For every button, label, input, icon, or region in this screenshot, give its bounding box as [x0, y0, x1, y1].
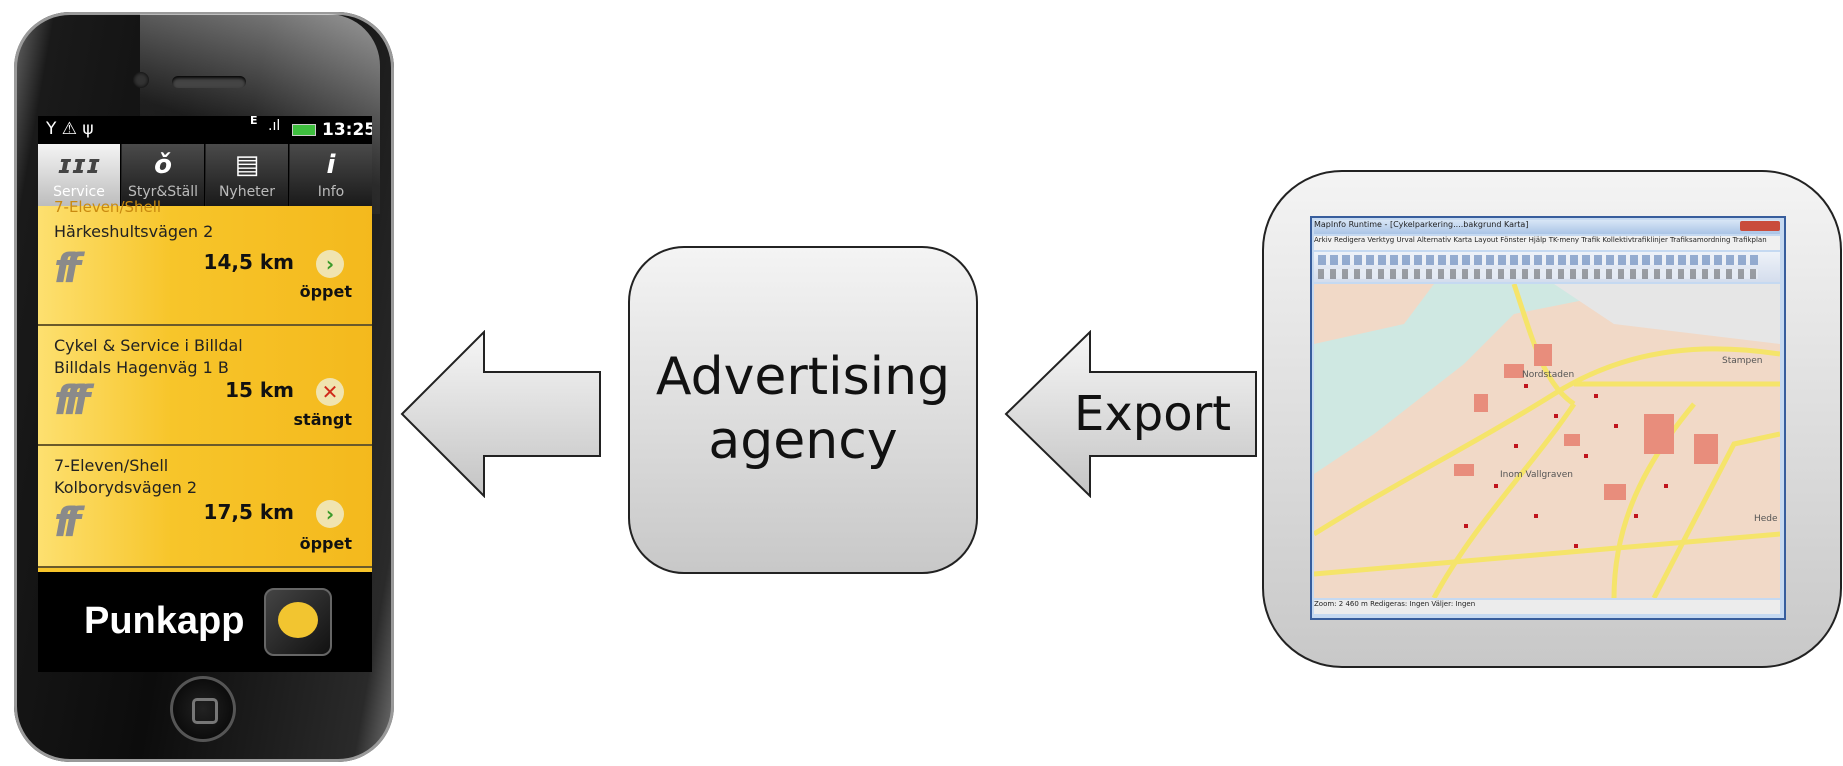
city-map: [1314, 284, 1780, 598]
home-button[interactable]: [170, 676, 236, 742]
tab-nyheter[interactable]: ▤ Nyheter: [206, 144, 289, 206]
map-label: Hede: [1754, 514, 1778, 524]
advertising-agency-label: Advertising agency: [628, 345, 978, 473]
export-label: Export: [1074, 386, 1232, 442]
tools-icon: fff: [54, 378, 90, 424]
earpiece-speaker: [172, 76, 246, 88]
info-icon: i: [326, 150, 336, 180]
close-icon[interactable]: ✕: [316, 378, 344, 406]
clock: 13:25: [322, 120, 372, 140]
notification-icons: Y ⚠ ψ: [46, 119, 94, 139]
list-item-address: Kolborydsvägen 2: [54, 478, 198, 497]
front-camera: [133, 72, 149, 88]
chevron-right-icon[interactable]: ›: [316, 250, 344, 278]
list-item-status: öppet: [299, 282, 352, 301]
map-label: Inom Vallgraven: [1500, 470, 1573, 480]
home-square-icon: [192, 698, 218, 724]
toolbar[interactable]: [1314, 252, 1780, 282]
app-logo-icon: [264, 588, 332, 656]
app-logo-text: Punkapp: [84, 600, 245, 642]
export-arrow: [1004, 330, 1257, 498]
mapinfo-window: MapInfo Runtime - [Cykelparkering....bak…: [1310, 216, 1786, 620]
tools-icon: ff: [54, 500, 81, 546]
tab-service[interactable]: ɪɪɪ Service: [38, 144, 121, 206]
tab-info[interactable]: i Info: [290, 144, 372, 206]
list-item-distance: 14,5 km: [203, 250, 294, 274]
tab-label: Info: [317, 184, 345, 200]
list-item-name: 7-Eleven/Shell: [54, 456, 169, 475]
bicycle-icon: ǒ: [154, 150, 172, 180]
list-item-status: öppet: [299, 534, 352, 553]
tab-label: Nyheter: [218, 184, 276, 200]
tools-icon: ɪɪɪ: [57, 150, 101, 180]
tab-bar: ɪɪɪ Service ǒ Styr&Ställ ▤ Nyheter i Inf…: [38, 144, 372, 206]
map-label: Nordstaden: [1522, 370, 1575, 380]
tab-label: Styr&Ställ: [127, 184, 199, 200]
list-item[interactable]: Cykel & Service i Billdal Billdals Hagen…: [38, 326, 372, 446]
list-item-address: Härkeshultsvägen 2: [54, 222, 214, 241]
list-item-distance: 17,5 km: [203, 500, 294, 524]
battery-icon: [292, 124, 316, 136]
app-banner: Punkapp: [38, 572, 372, 672]
list-item-name: Cykel & Service i Billdal: [54, 336, 243, 355]
list-item-name-partial: 7-Eleven/Shell: [54, 198, 162, 216]
window-title: MapInfo Runtime - [Cykelparkering....bak…: [1314, 220, 1780, 234]
list-item-status: stängt: [293, 410, 352, 429]
phone-screen: Y ⚠ ψ E .ıl 13:25 ɪɪɪ Service ǒ Styr&Stä…: [38, 116, 372, 672]
chevron-right-icon[interactable]: ›: [316, 500, 344, 528]
map-canvas[interactable]: Nordstaden Inom Vallgraven Stampen Hede: [1314, 284, 1780, 598]
list-item[interactable]: 7-Eleven/Shell Kolborydsvägen 2 ff 17,5 …: [38, 446, 372, 568]
advertising-agency-box: [628, 246, 978, 574]
news-icon: ▤: [234, 150, 260, 180]
map-label: Stampen: [1722, 356, 1763, 366]
window-status-bar: Zoom: 2 460 m Redigeras: Ingen Väljer: I…: [1314, 600, 1780, 614]
window-controls[interactable]: [1740, 221, 1780, 231]
menu-bar[interactable]: Arkiv Redigera Verktyg Urval Alternativ …: [1314, 236, 1780, 250]
status-bar: Y ⚠ ψ E .ıl 13:25: [38, 116, 372, 144]
list-item-address: Billdals Hagenväg 1 B: [54, 358, 229, 377]
arrow-to-phone: [400, 330, 601, 498]
list-item-distance: 15 km: [225, 378, 294, 402]
tab-styr-stall[interactable]: ǒ Styr&Ställ: [122, 144, 205, 206]
tools-icon: ff: [54, 246, 81, 292]
tab-label: Service: [53, 184, 105, 200]
list-item[interactable]: 7-Eleven/Shell Härkeshultsvägen 2 ff 14,…: [38, 198, 372, 326]
network-type: E: [250, 116, 258, 127]
agency-label-line1: Advertising: [655, 347, 951, 407]
agency-label-line2: agency: [708, 411, 898, 471]
signal-icon: .ıl: [268, 118, 281, 134]
